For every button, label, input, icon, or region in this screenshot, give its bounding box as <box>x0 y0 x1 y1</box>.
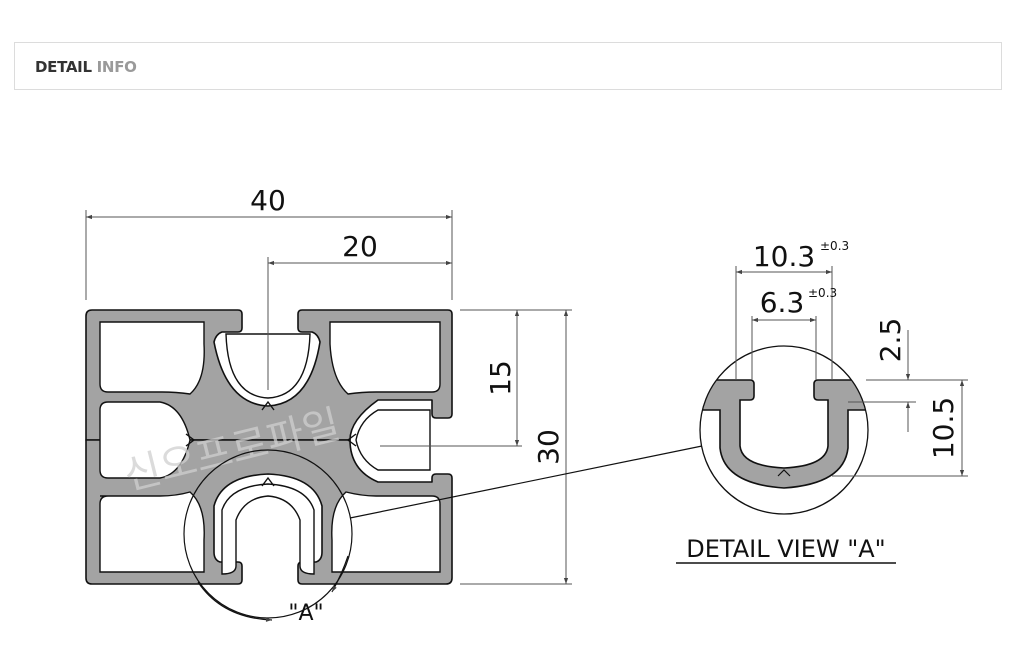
cavity-top-left <box>99 321 205 395</box>
cavity-right-side <box>355 409 431 471</box>
cavity-top-right <box>329 321 441 395</box>
dim-half-width: 20 <box>342 230 378 263</box>
section-title: DETAIL INFO <box>35 58 137 76</box>
dim-half-height: 15 <box>484 360 517 396</box>
aluminum-profile-section <box>85 309 453 585</box>
cavity-bottom-right <box>331 491 441 573</box>
dim-overall-height: 30 <box>532 429 565 465</box>
dim-slot-outer-tol: ±0.3 <box>820 239 849 253</box>
dim-slot-inner: 6.3 <box>760 286 805 319</box>
title-word-detail: DETAIL <box>35 58 92 76</box>
detail-info-header: DETAIL INFO <box>14 42 1002 90</box>
dimension-lines <box>85 210 572 585</box>
dim-slot-inner-tol: ±0.3 <box>808 286 837 300</box>
dim-slot-depth: 10.5 <box>927 397 960 459</box>
detail-dimension-lines <box>735 266 968 477</box>
cavity-left-side <box>99 401 191 479</box>
detail-view-title: DETAIL VIEW "A" <box>686 535 885 563</box>
dim-overall-width: 40 <box>250 184 286 217</box>
title-word-info: INFO <box>96 58 137 76</box>
detail-slot-fill <box>700 379 868 489</box>
detail-view-a <box>699 345 869 515</box>
detail-marker-label: "A" <box>288 601 323 626</box>
detail-leader-line <box>349 445 703 519</box>
dim-slot-outer: 10.3 <box>753 240 815 273</box>
dim-lip-thickness: 2.5 <box>874 318 907 363</box>
detail-marker-circle <box>183 449 353 622</box>
cavity-bottom-left <box>99 491 205 573</box>
slot-bottom <box>221 483 315 575</box>
